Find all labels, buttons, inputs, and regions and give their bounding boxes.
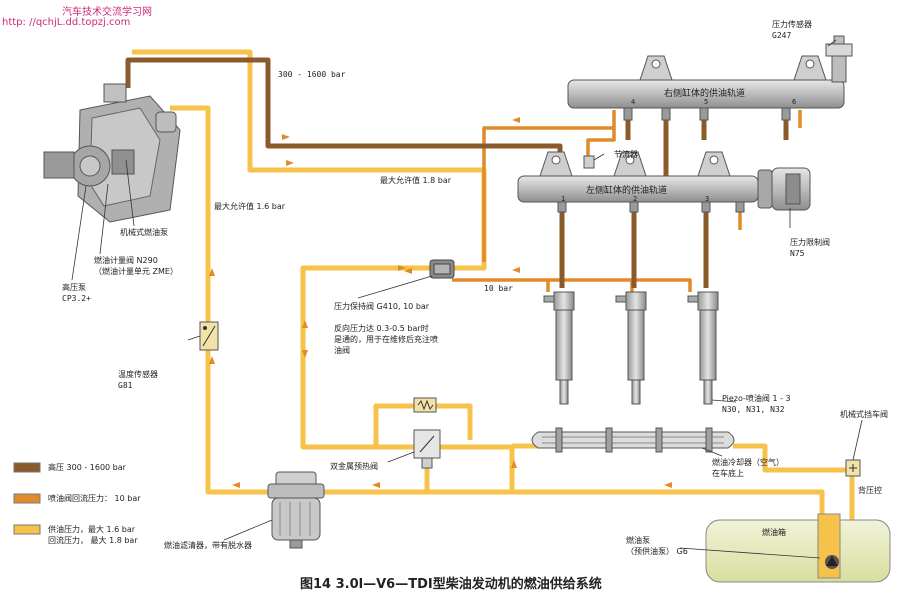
injector-3: [687, 291, 719, 405]
return-lines: [452, 110, 802, 292]
label-piezo-codes: N30, N31, N32: [722, 405, 785, 414]
label-pressure-sensor-code: G247: [772, 31, 792, 40]
label-right-rail: 右侧缸体的供油轨道: [664, 89, 746, 99]
left-rail: [517, 151, 811, 213]
legend-item-supply: 供油压力，最大 1.6 bar: [48, 525, 136, 534]
label-pressure-limit-valve-code: N75: [790, 249, 805, 258]
injectors: [543, 291, 719, 405]
label-fuel-tank: 燃油箱: [762, 528, 786, 537]
port-number: 2: [633, 195, 638, 203]
label-reverse-1: 反向压力达 0.3-0.5 bar时: [334, 324, 429, 333]
label-fuel-cooler-2: 在车底上: [712, 469, 744, 478]
label-ten-bar: 10 bar: [484, 284, 513, 293]
injector-1: [543, 291, 575, 405]
label-metering-valve: 燃油计量阀 N290: [94, 256, 158, 265]
port-number: 1: [561, 195, 566, 203]
label-reverse-3: 油阀: [334, 346, 350, 355]
port-number: 6: [792, 98, 797, 106]
label-mech-check-valve: 机械式挡车阀: [840, 410, 888, 419]
label-hp-pump: 高压泵: [62, 283, 86, 292]
label-mech-pump: 机械式燃油泵: [120, 228, 168, 237]
legend-item-high: 高压 300 - 1600 bar: [48, 463, 126, 472]
mech-check-valve: [845, 459, 861, 477]
label-piezo-valves: Piezo-喷油阀 1 - 3: [722, 394, 791, 403]
label-back-pressure: 背压控: [858, 486, 882, 495]
label-pressure-hold-valve: 压力保持阀 G410, 10 bar: [334, 302, 430, 311]
right-rail: [567, 35, 853, 121]
watermark-line1: 汽车技术交流学习网: [62, 7, 152, 18]
legend-item-supply-2: 回流压力， 最大 1.8 bar: [48, 536, 138, 545]
fuel-filter: [267, 471, 325, 549]
label-max-allow-16: 最大允许值 1.6 bar: [214, 202, 286, 211]
port-number: 3: [705, 195, 710, 203]
temperature-sensor: [199, 321, 219, 351]
label-fuel-filter: 燃油滤清器，带有脱水器: [164, 541, 252, 550]
label-throttle: 节流器: [614, 150, 638, 159]
leader-lines: [71, 39, 863, 559]
high-pressure-lines: [125, 57, 789, 288]
legend-item-return: 喷油阀回流压力： 10 bar: [48, 494, 141, 503]
injector-2: [615, 291, 647, 405]
label-metering-unit: （燃油计量单元 ZME）: [94, 267, 178, 276]
legend-swatches: [13, 462, 41, 535]
label-bimetal-valve: 双金属预热阀: [330, 462, 378, 471]
bimetal-valve: [413, 397, 441, 469]
label-fuel-pump: 燃油泵: [626, 536, 650, 545]
label-temp-sensor-code: G81: [118, 381, 133, 390]
port-number: 4: [631, 98, 636, 106]
watermark-line2: http: //qchjL.dd.topzj.com: [2, 17, 131, 28]
label-left-rail: 左侧缸体的供油轨道: [586, 186, 668, 196]
flow-arrows: [209, 117, 672, 488]
label-temp-sensor: 温度传感器: [118, 370, 158, 379]
high-pressure-pump: [43, 83, 181, 223]
label-pressure-limit-valve: 压力限制阀: [790, 238, 830, 247]
label-hp-pump-code: CP3.2+: [62, 294, 91, 303]
pressure-hold-valve: [429, 259, 455, 279]
label-high-pressure: 300 - 1600 bar: [278, 70, 346, 79]
label-pressure-sensor: 压力传感器: [772, 20, 812, 29]
label-max-allow-18: 最大允许值 1.8 bar: [380, 176, 452, 185]
fuel-tank: [705, 513, 891, 583]
port-number: 5: [704, 98, 709, 106]
label-fuel-cooler: 燃油冷却器（空气）: [712, 458, 784, 467]
figure-title: 图14 3.0l—V6—TDI型柴油发动机的燃油供给系统: [300, 577, 602, 592]
label-fuel-pump-2: （预供油泵） G6: [626, 547, 688, 556]
fuel-cooler: [531, 427, 735, 453]
label-reverse-2: 是通的，用于在维修后充注喷: [334, 335, 438, 344]
